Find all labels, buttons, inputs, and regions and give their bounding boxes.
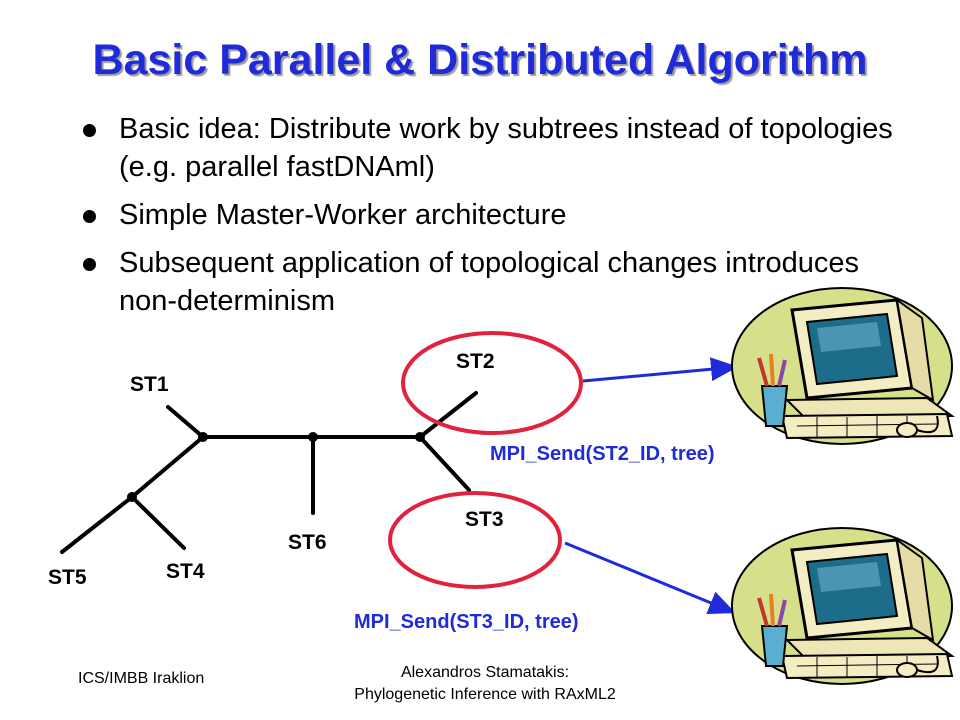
branch-st1 [166,405,205,439]
footer-author: Alexandros Stamatakis: Phylogenetic Infe… [320,662,650,706]
bullet-item: Simple Master-Worker architecture [80,196,880,234]
tree-node [127,492,137,502]
arrow-right-icon [582,357,738,383]
label-st3: ST3 [465,508,504,531]
footer-institution: ICS/IMBB Iraklion [78,670,205,687]
tree-node [415,432,425,442]
tree-node [198,432,208,442]
bullet-item: Basic idea: Distribute work by subtrees … [80,110,899,186]
label-st5: ST5 [48,566,87,589]
tree-nodes [127,432,425,502]
message-send-st3: MPI_Send(ST3_ID, tree) [354,611,579,633]
branch-st2 [418,391,478,439]
bullet-item: Subsequent application of topological ch… [80,244,879,320]
slide-title: Basic Parallel & Distributed Algorithm [92,36,868,84]
message-send-st2: MPI_Send(ST2_ID, tree) [490,443,715,465]
branch-st5 [60,495,134,554]
label-st6: ST6 [288,531,327,554]
bullet-list: Basic idea: Distribute work by subtrees … [80,110,893,330]
branch-internal-lower [130,435,205,499]
computer-icon [731,527,955,685]
label-st4: ST4 [166,560,205,583]
highlight-ellipse-st2 [401,331,583,435]
branch-st4 [130,495,186,550]
branch-st3 [418,435,471,492]
tree-node [308,432,318,442]
footer-author-line1: Alexandros Stamatakis: [400,664,570,681]
footer-author-line2: Phylogenetic Inference with RAxML2 [354,686,616,703]
tree-diagram [60,391,478,554]
label-st1: ST1 [130,373,169,396]
label-st2: ST2 [456,350,495,373]
arrow-right-icon [564,541,736,614]
highlight-ellipse-st3 [388,491,562,589]
computer-icon [731,287,955,445]
